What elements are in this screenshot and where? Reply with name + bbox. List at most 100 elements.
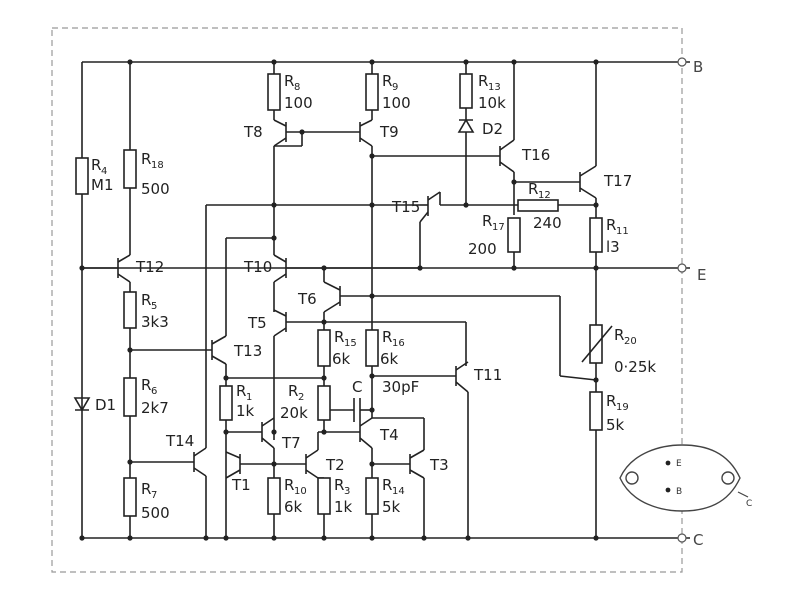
- r7-value: 500: [141, 504, 170, 522]
- t16-label: T16: [521, 146, 550, 164]
- t16-junction-dot: [511, 179, 517, 185]
- r8-value: 100: [284, 94, 313, 112]
- r12-sub: 12: [538, 190, 551, 201]
- r3-letter: R: [334, 476, 344, 494]
- terminal-c-label: C: [693, 531, 703, 549]
- package-b-label: B: [676, 487, 682, 497]
- t15-label: T15: [391, 198, 420, 216]
- r9-sub: 9: [392, 82, 398, 93]
- r19-letter: R: [606, 392, 616, 410]
- r18-letter: R: [141, 150, 151, 168]
- resistor-r19: [589, 391, 603, 431]
- r9-value: 100: [382, 94, 411, 112]
- r3-value: 1k: [334, 498, 353, 516]
- t17-label: T17: [603, 172, 632, 190]
- resistor-r18: [123, 149, 137, 189]
- r9-letter: R: [382, 72, 392, 90]
- t12-label: T12: [135, 258, 164, 276]
- terminal-b-label: B: [693, 58, 703, 76]
- resistor-r7: [123, 477, 137, 517]
- t8-label: T8: [243, 123, 263, 141]
- t7-label: T7: [281, 434, 301, 452]
- transistor-t2: [305, 449, 319, 479]
- t5-label: T5: [247, 314, 267, 332]
- r10-value: 6k: [284, 498, 303, 516]
- r12-value: 240: [533, 214, 562, 232]
- r13-value: 10k: [478, 94, 506, 112]
- r2-sub: 2: [298, 392, 304, 403]
- r14-sub: 14: [392, 486, 405, 497]
- r4-sub: 4: [101, 166, 107, 177]
- d2-junction-dot: [463, 202, 469, 208]
- r5-sub: 5: [151, 301, 157, 312]
- transistor-t1: [225, 451, 241, 479]
- r20-letter: R: [614, 326, 624, 344]
- t1-label: T1: [231, 476, 251, 494]
- transistor-t13: [211, 335, 227, 365]
- resistor-r13: [459, 73, 473, 109]
- resistor-r3: [317, 477, 331, 515]
- r14-value: 5k: [382, 498, 401, 516]
- r5-value: 3k3: [141, 313, 169, 331]
- resistor-r1: [219, 385, 233, 421]
- to3-package-outline: [619, 444, 749, 512]
- r16-sub: 16: [392, 338, 405, 349]
- r2-letter: R: [288, 382, 298, 400]
- t17-junction-dot: [593, 202, 599, 208]
- r8-sub: 8: [294, 82, 300, 93]
- r2-value: 20k: [280, 404, 308, 422]
- r17-value: 200: [468, 240, 497, 258]
- transistor-t9: [359, 119, 373, 147]
- transistor-t11: [455, 361, 469, 393]
- r14-letter: R: [382, 476, 392, 494]
- t9-label: T9: [379, 123, 399, 141]
- package-e-label: E: [676, 459, 682, 469]
- resistor-r2: [317, 385, 331, 421]
- resistor-r10: [267, 477, 281, 515]
- t11-to-r20-wire: [559, 375, 597, 381]
- terminal-b-marker: [677, 57, 687, 67]
- r17-letter: R: [482, 212, 492, 230]
- r15-value: 6k: [332, 350, 351, 368]
- r4-value: M1: [91, 176, 114, 194]
- r19-value: 5k: [606, 416, 625, 434]
- t9-junction-dot: [369, 153, 375, 159]
- r13-letter: R: [478, 72, 488, 90]
- terminal-c-marker: [677, 533, 687, 543]
- resistor-r11: [589, 217, 603, 253]
- r1-sub: 1: [246, 392, 252, 403]
- r16-value: 6k: [380, 350, 399, 368]
- transistor-t5: [273, 309, 287, 337]
- terminal-e-marker: [677, 263, 687, 273]
- r20-sub: 20: [624, 336, 637, 347]
- r1-value: 1k: [236, 402, 255, 420]
- transistor-t4: [359, 417, 373, 449]
- r18-value: 500: [141, 180, 170, 198]
- r19-sub: 19: [616, 402, 629, 413]
- r6-sub: 6: [151, 386, 157, 397]
- resistor-r4: [75, 157, 89, 195]
- package-c-label: C: [746, 499, 752, 509]
- r13-sub: 13: [488, 82, 501, 93]
- d1-label: D1: [95, 396, 116, 414]
- r16-letter: R: [382, 328, 392, 346]
- t2-label: T2: [325, 456, 345, 474]
- resistor-r17: [507, 217, 521, 253]
- r7-sub: 7: [151, 490, 157, 501]
- r15-sub: 15: [344, 338, 357, 349]
- terminal-e-label: E: [697, 266, 706, 284]
- r5-letter: R: [141, 291, 151, 309]
- t13-label: T13: [233, 342, 262, 360]
- r10-sub: 10: [294, 486, 307, 497]
- transistor-t7: [261, 417, 275, 449]
- transistor-t6: [323, 281, 341, 313]
- resistor-r9: [365, 73, 379, 111]
- r7-letter: R: [141, 480, 151, 498]
- transistor-t8: [273, 119, 287, 147]
- resistor-r14: [365, 477, 379, 515]
- r17-sub: 17: [492, 222, 505, 233]
- d2-label: D2: [482, 120, 503, 138]
- r6-value: 2k7: [141, 399, 169, 417]
- transistor-t3: [409, 449, 425, 479]
